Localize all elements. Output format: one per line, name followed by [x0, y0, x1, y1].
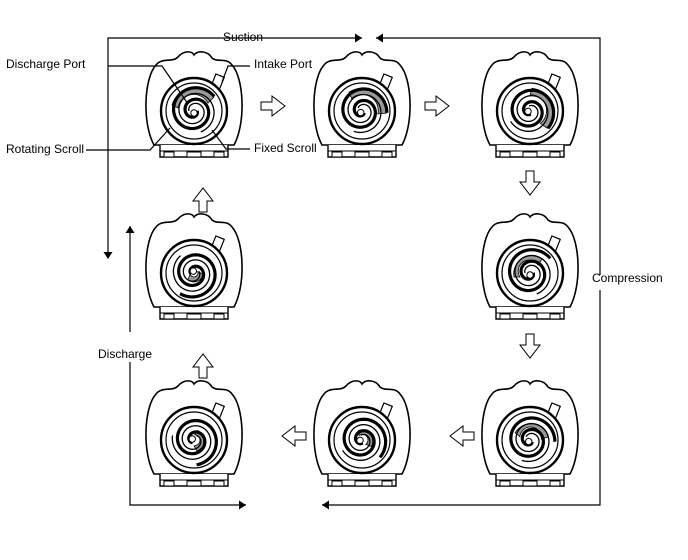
rotating-scroll-wrap	[178, 92, 215, 133]
discharge-port-hole	[190, 109, 198, 117]
discharge-port-label: Discharge Port	[6, 57, 86, 71]
leader-intake-port	[221, 65, 250, 83]
fixed-scroll-wrap	[507, 248, 552, 293]
fixed-scroll-wrap	[342, 417, 388, 459]
rotating-scroll-wrap	[171, 425, 212, 460]
flow-arrowhead	[239, 500, 246, 510]
flow-arrowhead	[355, 33, 362, 43]
suction-flow-line-right	[376, 37, 601, 275]
compression-label: Compression	[592, 271, 663, 285]
fixed-scroll-wrap	[509, 416, 557, 458]
flow-arrowhead	[322, 500, 329, 510]
leader-discharge-port	[108, 65, 189, 105]
compressor-stage-4	[480, 212, 580, 321]
leader-rotating-scroll	[86, 127, 171, 151]
fixed-scroll-wrap	[175, 418, 218, 467]
stage-transition-arrow	[281, 424, 307, 448]
compressor-stage-1	[144, 50, 244, 159]
compressor-stage-7	[144, 379, 244, 488]
discharge-port-hole	[188, 435, 196, 443]
discharge-flow-line-lower	[129, 362, 246, 506]
discharge-port-hole	[526, 271, 534, 279]
fixed-scroll-wrap	[177, 253, 217, 299]
stage-transition-arrow	[191, 353, 215, 379]
discharge-port-hole	[525, 437, 533, 446]
compressor-stage-6	[312, 379, 412, 488]
fixed-scroll-wrap	[171, 86, 216, 131]
discharge-port-hole	[357, 108, 365, 117]
compressor-housing	[480, 212, 580, 321]
compressor-stage-5	[480, 379, 580, 488]
stage-transition-arrow	[518, 170, 542, 196]
rotating-scroll-wrap	[342, 423, 381, 461]
suction-flow-line-left	[107, 37, 362, 258]
rotating-scroll-wrap	[510, 94, 549, 132]
suction-label: Suction	[223, 30, 264, 44]
discharge-port-hole	[356, 436, 364, 445]
fixed-scroll-wrap	[510, 88, 556, 130]
intake-port-label: Intake Port	[254, 57, 313, 71]
compression-flow-line	[322, 290, 601, 506]
discharge-port-hole	[524, 107, 532, 116]
rotating-scroll-wrap	[515, 422, 550, 463]
rotating-scroll-label: Rotating Scroll	[6, 142, 85, 156]
compressor-stage-2	[312, 50, 412, 159]
stage-transition-arrow	[191, 187, 215, 213]
fixed-scroll-wrap	[341, 87, 389, 129]
leader-fixed-scroll	[211, 129, 250, 150]
discharge-port-hole	[189, 267, 198, 275]
discharge-label: Discharge	[98, 347, 153, 361]
fixed-scroll-label: Fixed Scroll	[254, 141, 317, 155]
flow-arrowhead	[125, 226, 135, 233]
rotating-scroll-wrap	[172, 255, 211, 292]
stage-transition-arrow	[518, 333, 542, 359]
rotating-scroll-wrap	[347, 93, 382, 134]
compressor-housing	[480, 50, 580, 159]
stage-transition-arrow	[260, 94, 286, 118]
compressor-stage-3	[480, 50, 580, 159]
flow-arrowhead	[376, 33, 383, 43]
rotating-scroll-wrap	[514, 254, 551, 295]
compressor-stage-8	[144, 212, 244, 321]
stage-transition-arrow	[424, 94, 450, 118]
stage-transition-arrow	[449, 424, 475, 448]
flow-arrowhead	[103, 252, 113, 259]
